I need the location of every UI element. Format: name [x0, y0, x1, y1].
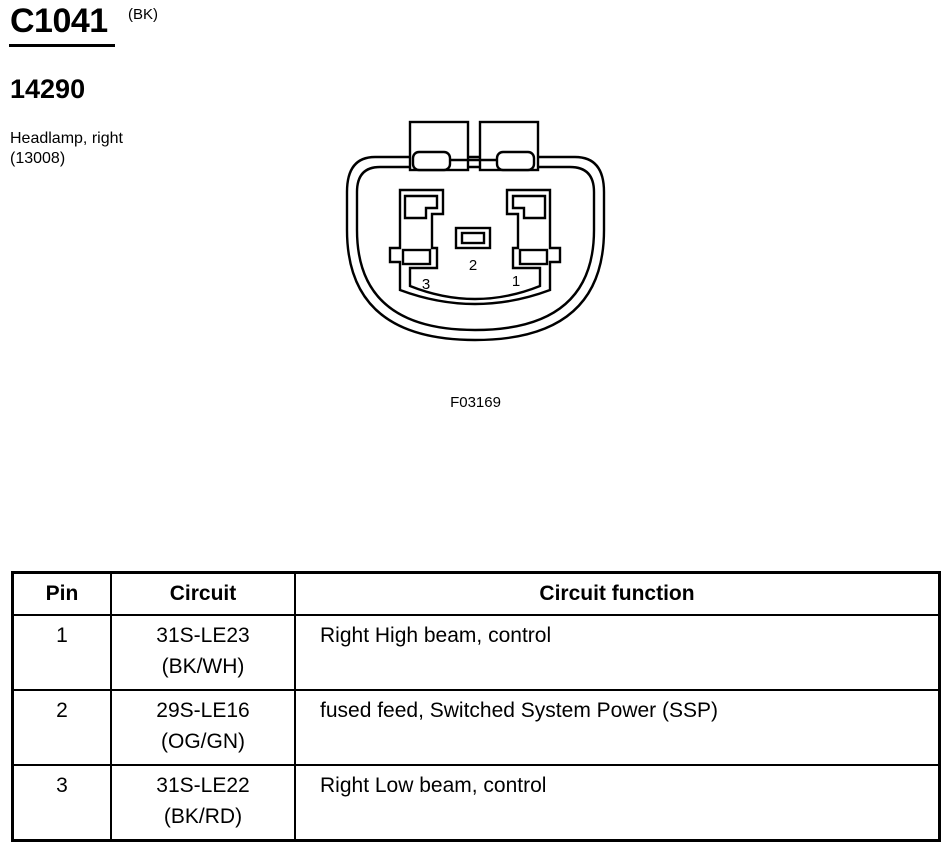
- wire-color: (BK/RD): [163, 805, 243, 828]
- pin-label-3: 3: [422, 276, 430, 293]
- wire-color: (BK/WH): [161, 655, 245, 678]
- connector-id: C1041: [10, 2, 108, 40]
- header-circuit-function: Circuit function: [294, 571, 941, 616]
- function-cell: Right High beam, control: [294, 614, 941, 691]
- cavity-outline: [388, 188, 562, 306]
- pin-table: Pin Circuit Circuit function 1 31S-LE23 …: [11, 571, 941, 842]
- pin-cell: 3: [11, 764, 112, 842]
- part-number: 14290: [10, 74, 86, 104]
- terminal-1: [518, 248, 549, 266]
- terminal-3: [401, 248, 432, 266]
- function-cell: fused feed, Switched System Power (SSP): [294, 689, 941, 766]
- connector-housing-outer: [345, 155, 606, 342]
- header-pin: Pin: [11, 571, 112, 616]
- circuit-cell: 31S-LE23 (BK/WH): [110, 614, 296, 691]
- table-row: 3 31S-LE22 (BK/RD) Right Low beam, contr…: [11, 764, 941, 842]
- circuit-number: 31S-LE22: [156, 774, 250, 797]
- component-reference: (13008): [10, 150, 66, 167]
- function-cell: Right Low beam, control: [294, 764, 941, 842]
- header-circuit: Circuit: [110, 571, 296, 616]
- terminal-2: [460, 231, 486, 245]
- figure-id: F03169: [450, 394, 501, 411]
- locking-tab-right-inner: [495, 150, 536, 172]
- pin-label-2: 2: [469, 257, 477, 274]
- locking-tab-left-inner: [411, 150, 452, 172]
- wire-color: (OG/GN): [161, 730, 245, 753]
- figure-id-row: F03169: [0, 394, 951, 411]
- table-header-row: Pin Circuit Circuit function: [11, 571, 941, 616]
- pin-label-1: 1: [512, 273, 520, 290]
- pin-cell: 1: [11, 614, 112, 691]
- table-row: 2 29S-LE16 (OG/GN) fused feed, Switched …: [11, 689, 941, 766]
- connector-id-underline: [9, 44, 115, 47]
- terminal-2-outer: [454, 226, 492, 250]
- component-name: Headlamp, right: [10, 130, 123, 147]
- connector-face-diagram: 2 3 1: [345, 120, 606, 342]
- circuit-cell: 29S-LE16 (OG/GN): [110, 689, 296, 766]
- connector-color: (BK): [128, 6, 158, 23]
- pin-cell: 2: [11, 689, 112, 766]
- circuit-number: 29S-LE16: [156, 699, 250, 722]
- circuit-number: 31S-LE23: [156, 624, 250, 647]
- circuit-cell: 31S-LE22 (BK/RD): [110, 764, 296, 842]
- table-row: 1 31S-LE23 (BK/WH) Right High beam, cont…: [11, 614, 941, 691]
- connector-housing-inner: [355, 165, 596, 332]
